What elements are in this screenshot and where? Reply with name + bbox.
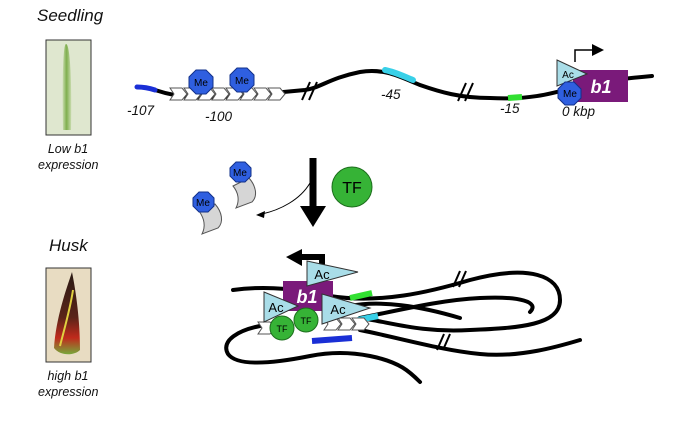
release-arrow-head (256, 211, 265, 218)
husk-expression-line1: high b1 (47, 369, 89, 383)
svg-text:Me: Me (194, 78, 208, 89)
released-nucleosome: Me (229, 161, 257, 209)
seedling-expression-label: Low b1 expression (38, 141, 98, 173)
strand-break-mark (452, 270, 467, 288)
svg-text:Me: Me (235, 76, 249, 87)
seedling-title: Seedling (37, 6, 104, 25)
methyl-mark: Me (188, 69, 214, 95)
strand-break-mark (457, 82, 474, 102)
acetyl-mark: Ac (306, 260, 359, 287)
acetyl-mark: Ac (556, 59, 589, 87)
svg-text:b1: b1 (590, 77, 611, 97)
svg-text:b1: b1 (296, 287, 317, 307)
svg-text:TF: TF (277, 324, 288, 334)
husk-image (45, 267, 92, 363)
methyl-mark: Me (557, 81, 582, 106)
transition-arrow-head (300, 206, 326, 227)
svg-text:TF: TF (342, 180, 362, 197)
region-minus-45-marker (382, 67, 416, 83)
release-arrow (261, 182, 311, 215)
transcription-factor: TF (293, 307, 319, 333)
svg-text:Me: Me (233, 168, 247, 179)
methyl-mark: Me (229, 67, 255, 93)
seedling-expression-line2: expression (38, 158, 99, 172)
svg-text:Ac: Ac (562, 70, 574, 81)
svg-text:TF: TF (301, 316, 312, 326)
transcription-factor: TF (331, 166, 373, 208)
svg-text:Ac: Ac (314, 267, 330, 282)
coord-label-0-kbp: 0 kbp (562, 104, 596, 119)
svg-text:Ac: Ac (330, 302, 346, 317)
coord-label-minus-100: -100 (205, 109, 233, 124)
husk-expression-line2: expression (38, 385, 99, 399)
acetyl-mark: Ac (321, 293, 372, 325)
region-minus-107-marker (134, 84, 158, 93)
strand-break-mark (301, 81, 318, 101)
coord-label-minus-15: -15 (500, 101, 520, 116)
transcription-factor: TF (269, 315, 295, 341)
husk-title: Husk (49, 236, 88, 255)
seedling-expression-line1: Low b1 (47, 142, 89, 156)
region-minus-15-marker (349, 290, 373, 301)
svg-text:Me: Me (563, 89, 577, 100)
transcription-start-arrow (574, 44, 604, 62)
seedling-image (45, 39, 92, 136)
acetyl-mark: Ac (263, 291, 300, 323)
coord-label-minus-45: -45 (381, 87, 401, 102)
coord-label-minus-107: -107 (127, 103, 155, 118)
released-nucleosome: Me (192, 191, 223, 235)
tandem-repeat-arrows (169, 87, 286, 101)
svg-text:Ac: Ac (268, 300, 284, 315)
region-minus-15-marker (507, 94, 523, 101)
strand-break-mark (436, 333, 451, 351)
svg-text:Me: Me (196, 198, 210, 209)
husk-expression-label: high b1 expression (38, 368, 98, 400)
region-minus-107-marker (311, 335, 353, 344)
